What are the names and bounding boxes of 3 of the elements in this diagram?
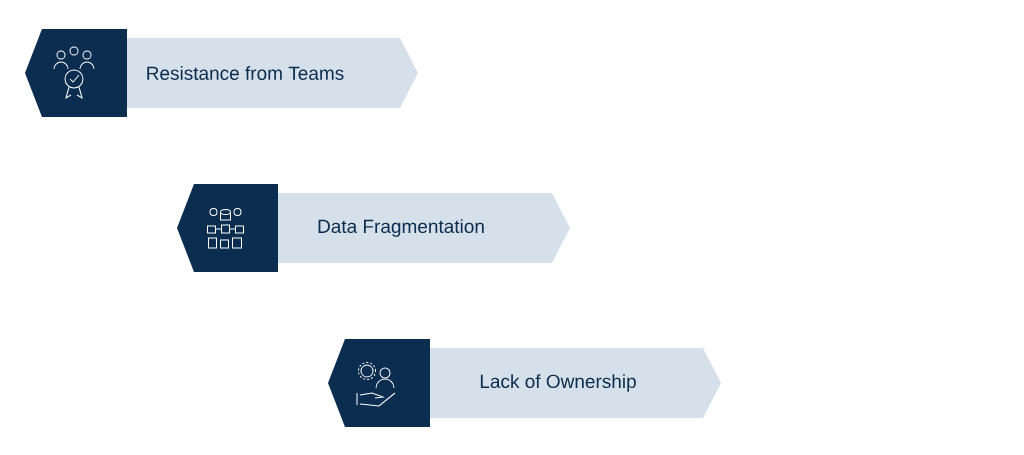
chevron-box: Resistance from Teams xyxy=(112,38,418,108)
chevron-box: Data Fragmentation xyxy=(263,193,570,263)
chevron-box: Lack of Ownership xyxy=(415,348,721,418)
